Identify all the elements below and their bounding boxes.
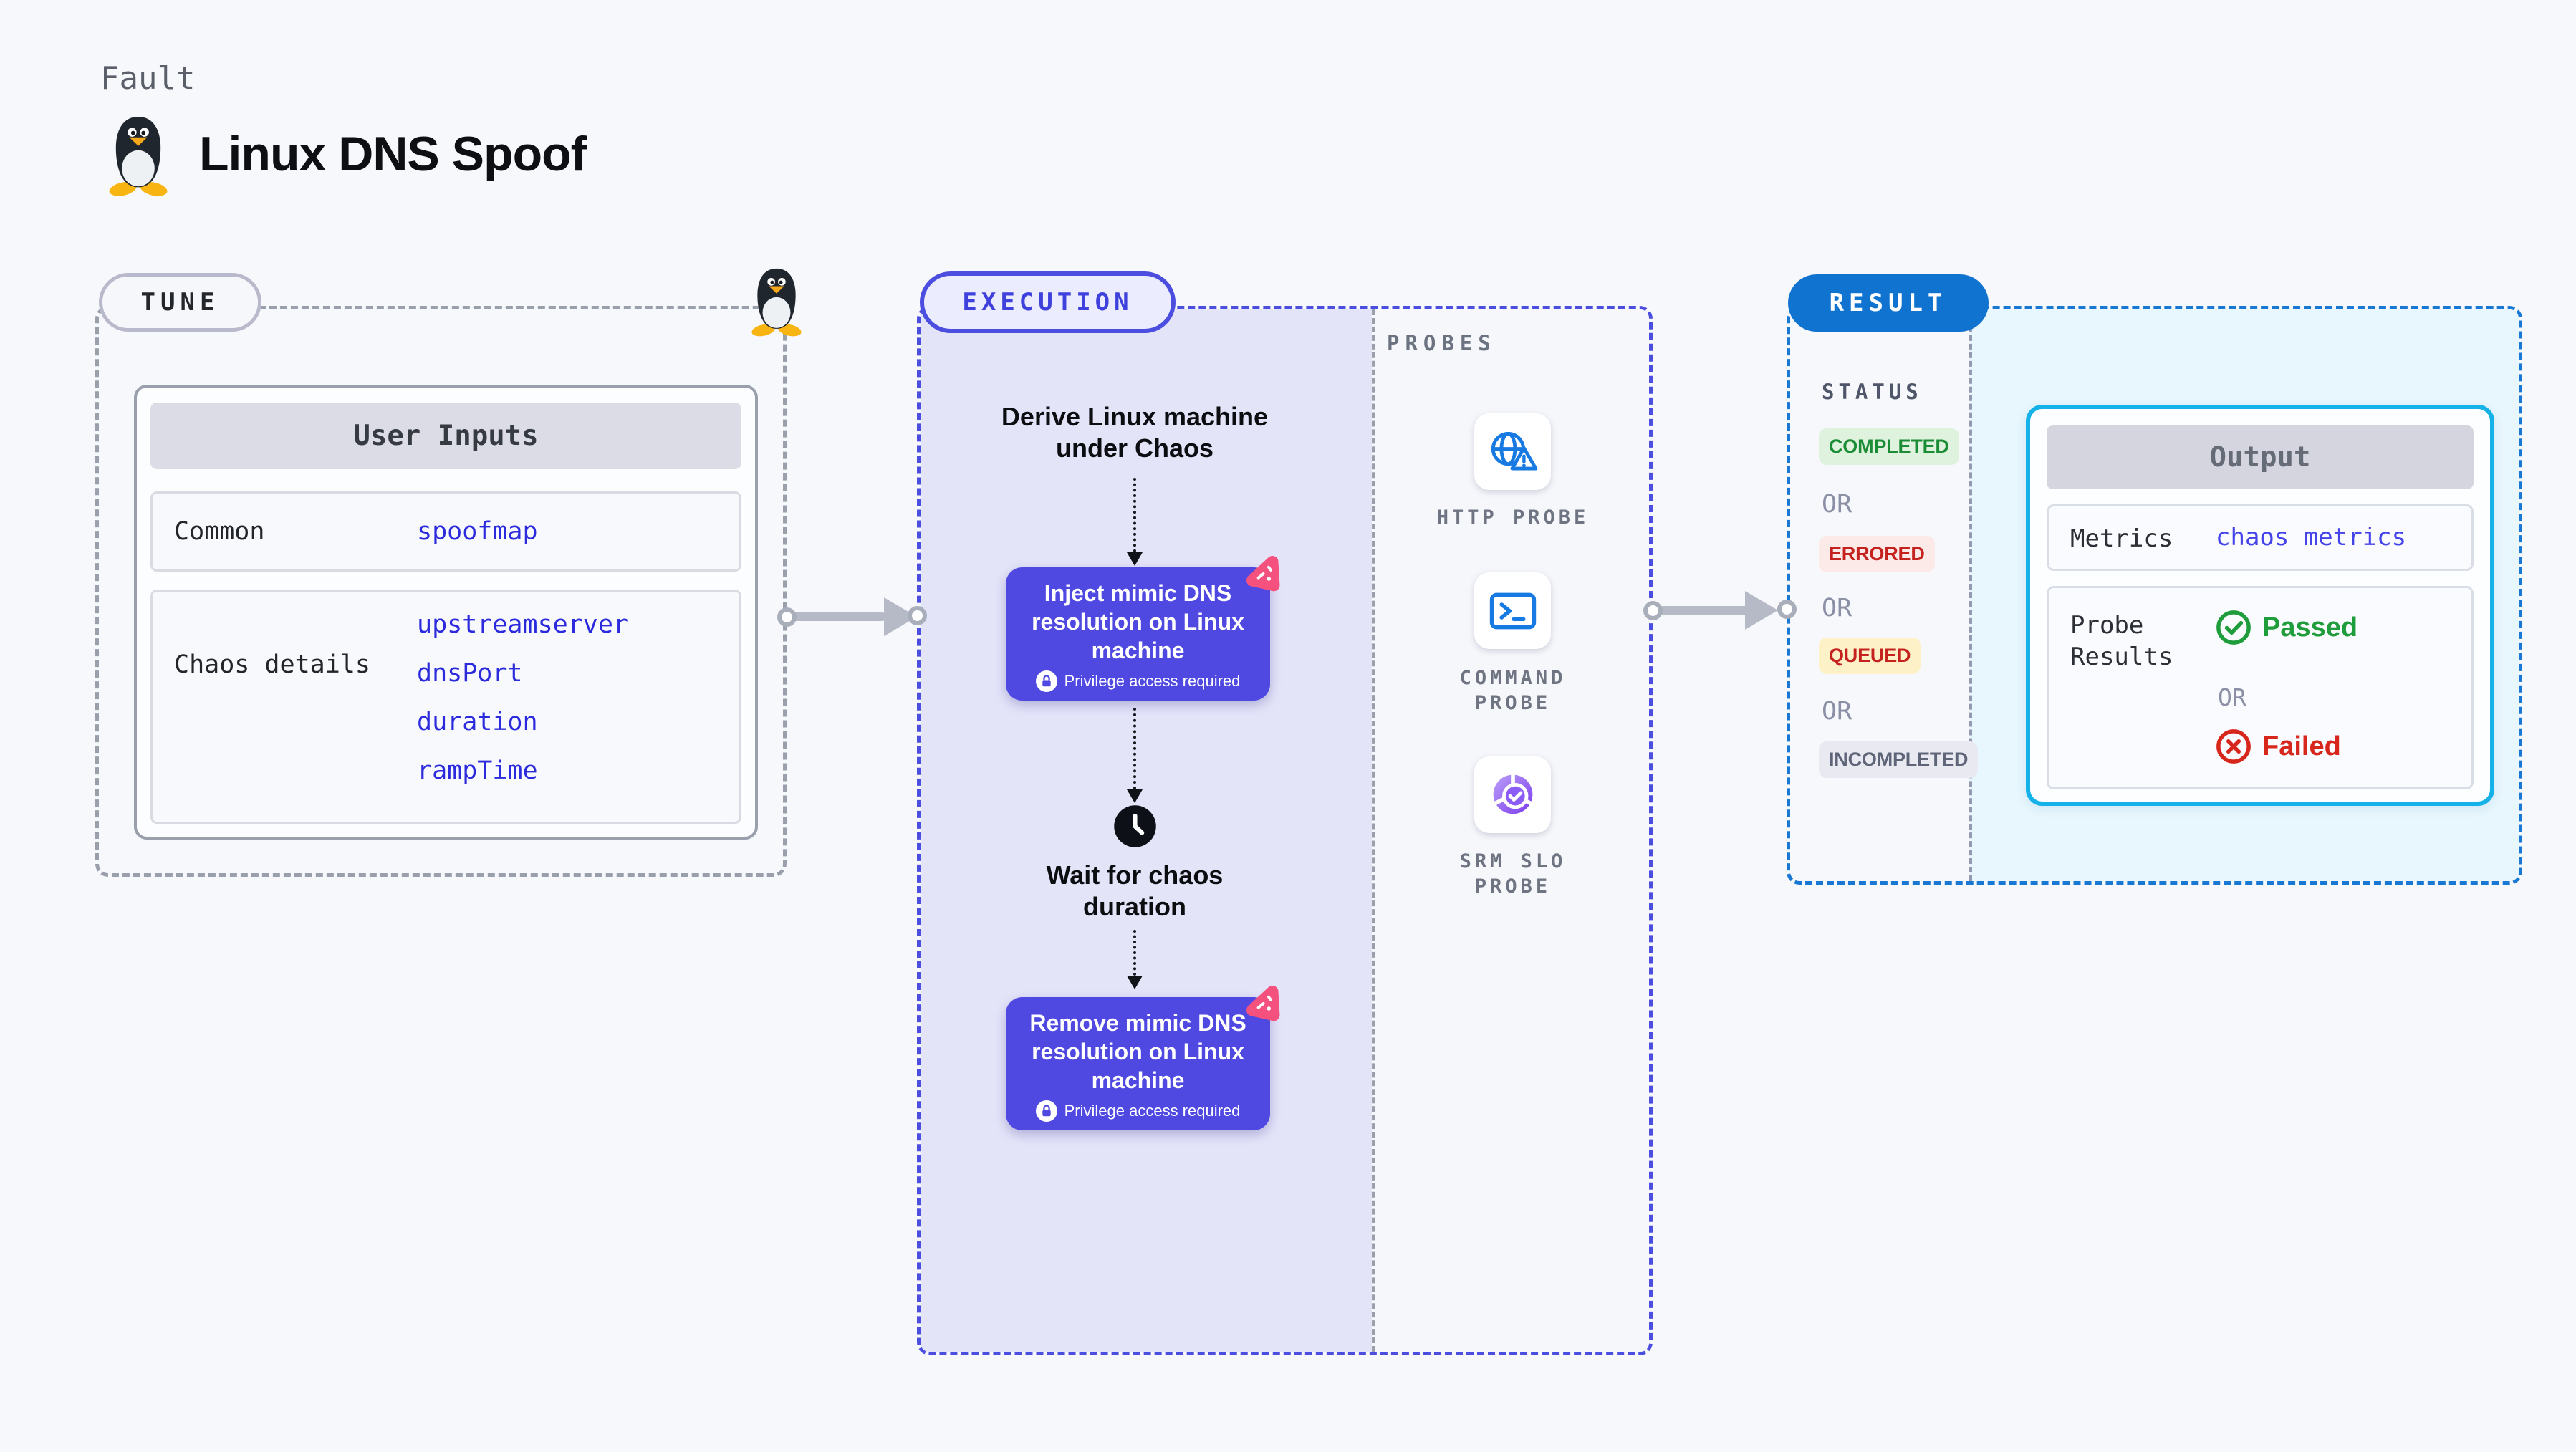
tux-icon — [751, 268, 802, 337]
probe-results-row: Probe Results Passed OR Failed — [2047, 586, 2474, 789]
step-derive: Derive Linux machine under Chaos — [1001, 402, 1269, 463]
arrow-down-icon — [1127, 789, 1143, 803]
verdict-failed: Failed — [2216, 729, 2341, 764]
row-label: Chaos details — [174, 650, 370, 679]
lock-icon — [1035, 1100, 1057, 1122]
srm-slo-probe-card — [1474, 756, 1551, 833]
verdict-passed: Passed — [2216, 610, 2358, 645]
or-separator: OR — [1822, 490, 1852, 519]
user-inputs-row-common: Common spoofmap — [150, 491, 741, 572]
fault-eyebrow: Fault — [100, 60, 196, 97]
or-separator: OR — [1822, 594, 1852, 622]
execution-badge: EXECUTION — [920, 271, 1176, 333]
probe-label: HTTP PROBE — [1436, 506, 1590, 529]
terminal-icon — [1489, 592, 1536, 629]
clock-icon — [1114, 805, 1156, 847]
step-inject-card: Inject mimic DNS resolution on Linux mac… — [1006, 567, 1270, 701]
arrow-down-icon — [1127, 552, 1143, 566]
x-circle-icon — [2216, 729, 2251, 764]
failed-label: Failed — [2262, 731, 2341, 761]
privilege-note: Privilege access required — [1064, 1102, 1241, 1120]
status-heading: STATUS — [1822, 380, 1923, 404]
step-inject-label: Inject mimic DNS resolution on Linux mac… — [1032, 580, 1244, 663]
connector-node — [777, 607, 797, 627]
probes-heading: PROBES — [1387, 331, 1496, 355]
flow-arrow-down — [1133, 708, 1136, 789]
chaos-icon — [1246, 555, 1280, 592]
connector-shaft — [1658, 606, 1749, 615]
input-value: spoofmap — [417, 517, 538, 546]
output-title: Output — [2047, 425, 2474, 489]
command-probe-card — [1474, 572, 1551, 649]
input-value: upstreamserver — [417, 610, 629, 639]
tune-section: User Inputs Common spoofmap Chaos detail… — [95, 306, 787, 877]
user-inputs-card: User Inputs Common spoofmap Chaos detail… — [134, 385, 758, 840]
probe-label: SRM SLO PROBE — [1459, 850, 1567, 898]
passed-label: Passed — [2262, 612, 2358, 643]
result-badge: RESULT — [1788, 274, 1989, 332]
check-circle-icon — [2216, 610, 2251, 645]
connector-arrowhead-icon — [1745, 591, 1778, 630]
or-separator: OR — [1822, 697, 1852, 726]
status-badge-completed: COMPLETED — [1819, 428, 1959, 465]
chaos-icon — [1246, 985, 1280, 1021]
connector-node — [908, 606, 927, 625]
page-title: Linux DNS Spoof — [199, 127, 587, 181]
step-wait: Wait for chaos duration — [1046, 860, 1224, 921]
probe-label: COMMAND PROBE — [1459, 667, 1567, 714]
tux-icon — [109, 117, 168, 196]
connector-node — [1643, 601, 1663, 620]
input-value: dnsPort — [417, 659, 523, 688]
globe-alert-icon — [1491, 431, 1537, 471]
privilege-note: Privilege access required — [1064, 672, 1241, 690]
http-probe-card — [1474, 413, 1551, 490]
status-badge-queued: QUEUED — [1819, 638, 1921, 674]
row-label: Common — [174, 517, 265, 546]
probe-results-label: Probe Results — [2070, 611, 2173, 671]
lock-icon — [1035, 670, 1057, 692]
connector-shaft — [784, 612, 886, 621]
flow-arrow-down — [1133, 478, 1136, 552]
flow-arrow-down — [1133, 930, 1136, 976]
user-inputs-title: User Inputs — [150, 403, 741, 469]
input-value: duration — [417, 708, 538, 736]
output-card: Output Metrics chaos metrics Probe Resul… — [2026, 405, 2494, 806]
status-badge-errored: ERRORED — [1819, 536, 1935, 572]
user-inputs-row-chaos-details: Chaos details upstreamserver dnsPort dur… — [150, 590, 741, 824]
tune-badge: TUNE — [99, 273, 261, 332]
metrics-value: chaos metrics — [2216, 523, 2407, 552]
step-remove-label: Remove mimic DNS resolution on Linux mac… — [1029, 1010, 1246, 1093]
metrics-row: Metrics chaos metrics — [2047, 504, 2474, 571]
step-remove-card: Remove mimic DNS resolution on Linux mac… — [1006, 997, 1270, 1130]
execution-section: Derive Linux machine under Chaos Inject … — [917, 306, 1653, 1355]
result-section: STATUS COMPLETED OR ERRORED OR QUEUED OR… — [1787, 306, 2522, 885]
input-value: rampTime — [417, 756, 538, 785]
metrics-label: Metrics — [2070, 524, 2173, 553]
status-badge-incompleted: INCOMPLETED — [1819, 741, 1979, 778]
connector-node — [1777, 600, 1797, 619]
slo-donut-check-icon — [1493, 772, 1532, 814]
or-separator: OR — [2218, 683, 2246, 711]
arrow-down-icon — [1127, 976, 1143, 989]
